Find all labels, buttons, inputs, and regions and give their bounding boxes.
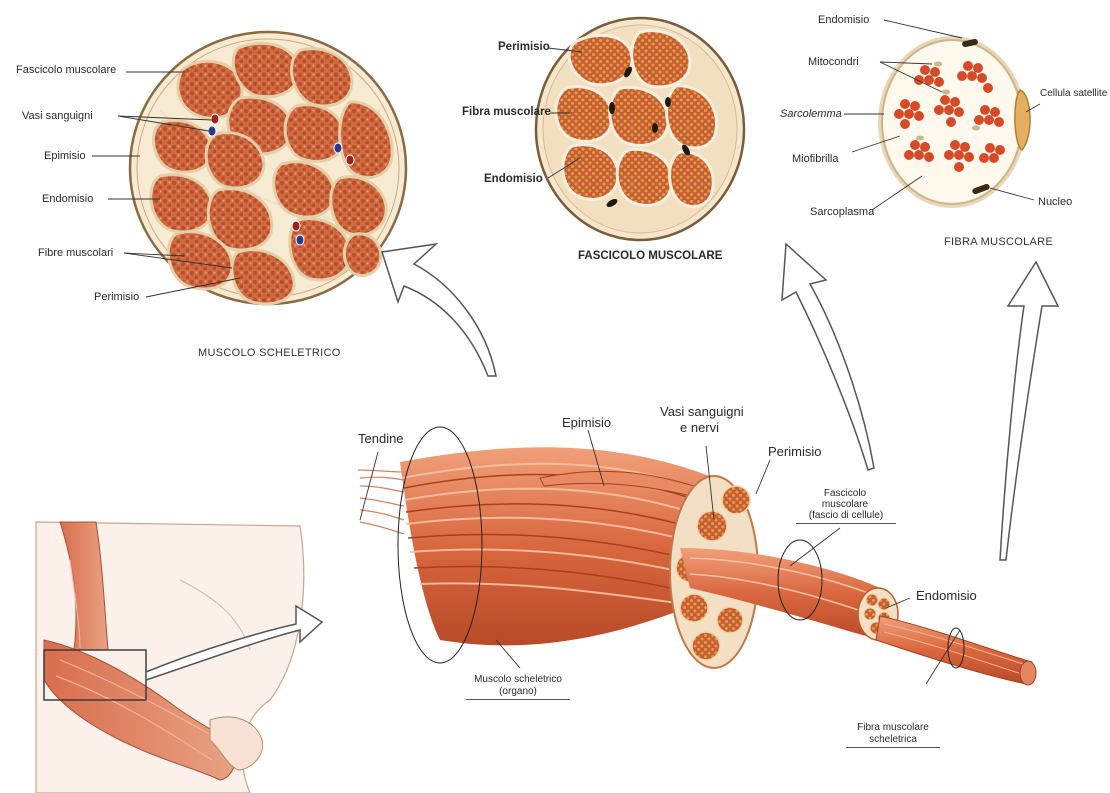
longitudinal-muscle [358,427,1036,685]
label-long-epimisio: Epimisio [562,417,611,429]
label-fibra-sch-line2: scheletrica [846,734,940,748]
label-tendine: Tendine [358,433,404,445]
label-fascicolo-line3: (fascio di cellule) [796,510,896,524]
label-long-endomisio: Endomisio [916,590,977,602]
arrow-to-fiber-section [1000,262,1058,560]
label-fascicolo-line1: Fascicolo [790,488,900,499]
skeletal-muscle-cross-section [92,32,406,304]
label-fascicle-perimisio: Perimisio [498,41,550,53]
caption-muscolo-scheletrico: MUSCOLO SCHELETRICO [198,347,341,359]
label-nucleo: Nucleo [1038,196,1072,208]
label-fascicolo-line2: muscolare [790,499,900,510]
label-fiber-endomisio: Endomisio [818,14,869,26]
satellite-cell-icon [1015,90,1030,150]
arm-illustration [36,522,304,793]
label-vasi-sanguigni: Vasi sanguigni [22,110,93,122]
label-cellula-satellite: Cellula satellite [1040,88,1088,99]
arrow-to-fascicle-section [782,244,874,470]
label-muscolo-line2: (organo) [466,686,570,700]
muscle-fiber [876,616,1032,684]
label-long-perimisio: Perimisio [768,446,821,458]
label-endomisio: Endomisio [42,193,93,205]
label-perimisio: Perimisio [94,291,139,303]
label-miofibrilla: Miofibrilla [792,153,838,165]
caption-fibra-muscolare: FIBRA MUSCOLARE [944,236,1053,248]
arrow-to-muscle-section [382,244,496,376]
label-fibra-sch-line1: Fibra muscolare [838,722,948,733]
label-mitocondri: Mitocondri [808,56,859,68]
label-sarcolemma: Sarcolemma [780,108,842,120]
label-vasi-nervi-line2: e nervi [680,422,719,434]
label-vasi-nervi-line1: Vasi sanguigni [660,406,744,418]
fascicle-cross-section [536,18,744,240]
label-fascicle-endomisio: Endomisio [484,173,543,185]
label-epimisio: Epimisio [44,150,86,162]
label-fascicolo-muscolare: Fascicolo muscolare [16,64,116,76]
fiber-cross-section [844,20,1040,210]
label-fibra-muscolare: Fibra muscolare [462,106,551,118]
label-muscolo-line1: Muscolo scheletrico [448,674,588,685]
caption-fascicolo-muscolare: FASCICOLO MUSCOLARE [578,250,722,262]
label-fibre-muscolari: Fibre muscolari [38,247,113,259]
label-sarcoplasma: Sarcoplasma [810,206,874,218]
